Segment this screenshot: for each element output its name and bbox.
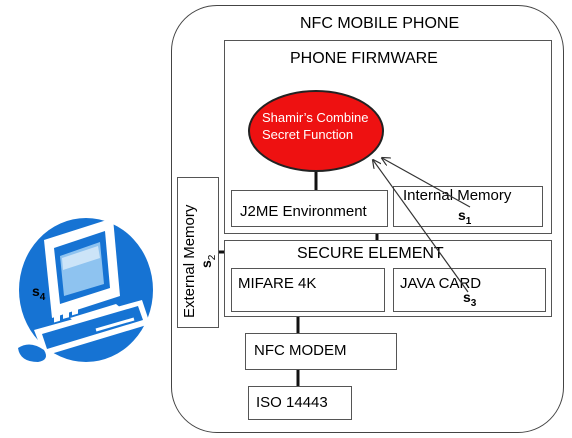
share-s2-letter: s	[198, 260, 214, 268]
share-s4-subscript: 4	[39, 292, 46, 303]
j2me-label: J2ME Environment	[240, 203, 367, 220]
phone-title: NFC MOBILE PHONE	[300, 15, 460, 32]
mifare-label: MIFARE 4K	[238, 275, 317, 292]
internal-memory-label: Internal Memory	[403, 187, 512, 204]
nfc-modem-box	[245, 333, 397, 370]
combine-line1: Shamir’s Combine	[262, 110, 369, 125]
iso-label: ISO 14443	[256, 394, 328, 411]
iso-box	[248, 386, 352, 420]
share-s3-letter: s	[463, 289, 471, 305]
external-memory-box	[177, 177, 219, 328]
external-memory-label: External Memory	[181, 204, 198, 318]
share-s2: s2	[198, 254, 218, 268]
share-s2-subscript: 2	[207, 254, 218, 261]
secure-element-title: SECURE ELEMENT	[297, 245, 444, 262]
nfc-modem-label: NFC MODEM	[254, 342, 347, 359]
combine-line2: Secret Function	[262, 127, 354, 142]
share-s4-letter: s	[32, 283, 40, 299]
share-s3-subscript: 3	[470, 298, 477, 309]
share-s1-letter: s	[458, 207, 466, 223]
j2me-box	[231, 190, 388, 227]
combine-secret-function	[248, 90, 384, 172]
share-s4: s4	[32, 283, 45, 303]
share-s3: s3	[463, 289, 476, 309]
share-s1: s1	[458, 207, 471, 227]
firmware-title: PHONE FIRMWARE	[290, 50, 438, 67]
mifare-box	[231, 268, 385, 312]
share-s1-subscript: 1	[465, 216, 472, 227]
